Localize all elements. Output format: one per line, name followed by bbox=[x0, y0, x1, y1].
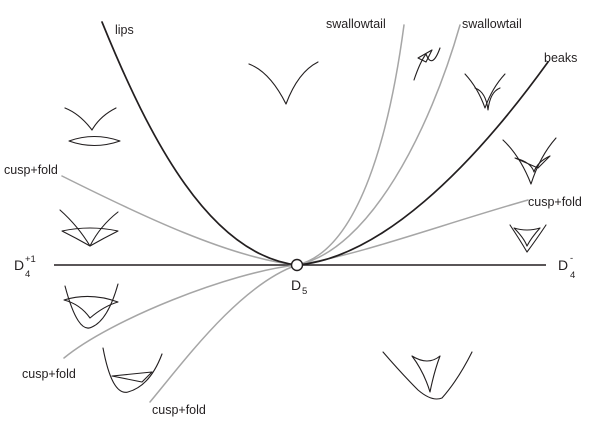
label-cusp-fold-right: cusp+fold bbox=[528, 195, 582, 209]
deltoid-icon bbox=[382, 351, 473, 400]
label-lips: lips bbox=[115, 23, 134, 37]
curve-cusp-fold-right bbox=[296, 199, 529, 266]
label-d4-plus1: D +1 4 bbox=[14, 254, 36, 280]
svg-text:+1: +1 bbox=[25, 254, 36, 265]
svg-text:4: 4 bbox=[570, 270, 575, 281]
curve-swallowtail-left bbox=[296, 24, 405, 266]
curve-beaks bbox=[296, 61, 549, 266]
beaks-icon bbox=[464, 73, 506, 111]
label-cusp-fold-upper-left: cusp+fold bbox=[4, 163, 58, 177]
cusp-fold-right-icon bbox=[502, 137, 557, 185]
lips-lens-icon bbox=[64, 107, 121, 147]
svg-text:-: - bbox=[570, 253, 573, 264]
label-swallowtail-left: swallowtail bbox=[326, 17, 386, 31]
curve-cusp-fold-lower-left bbox=[63, 264, 298, 359]
svg-text:4: 4 bbox=[25, 269, 30, 280]
cusp-fold-upper-icon bbox=[59, 209, 119, 247]
svg-text:D: D bbox=[291, 277, 301, 293]
label-beaks: beaks bbox=[544, 51, 577, 65]
label-d5: D 5 bbox=[291, 277, 307, 297]
cusp-fold-lower-icon bbox=[63, 283, 119, 329]
svg-text:D: D bbox=[558, 257, 568, 273]
label-cusp-fold-bottom: cusp+fold bbox=[152, 403, 206, 417]
label-d4-minus: D - 4 bbox=[558, 253, 575, 281]
d5-point bbox=[290, 258, 304, 272]
curve-swallowtail-right bbox=[296, 24, 461, 266]
curve-cusp-fold-bottom bbox=[149, 264, 298, 403]
swallowtail-icon bbox=[413, 47, 441, 81]
svg-text:D: D bbox=[14, 257, 24, 273]
svg-text:5: 5 bbox=[302, 286, 307, 297]
cusp-fold-bottom-icon bbox=[102, 347, 163, 393]
triangle-near-axis-icon bbox=[509, 224, 547, 253]
curve-lips bbox=[101, 21, 298, 266]
label-swallowtail-right: swallowtail bbox=[462, 17, 522, 31]
label-cusp-fold-lower-left: cusp+fold bbox=[22, 367, 76, 381]
lips-cusp-icon bbox=[248, 61, 319, 105]
curve-cusp-fold-upper-left bbox=[61, 175, 298, 266]
